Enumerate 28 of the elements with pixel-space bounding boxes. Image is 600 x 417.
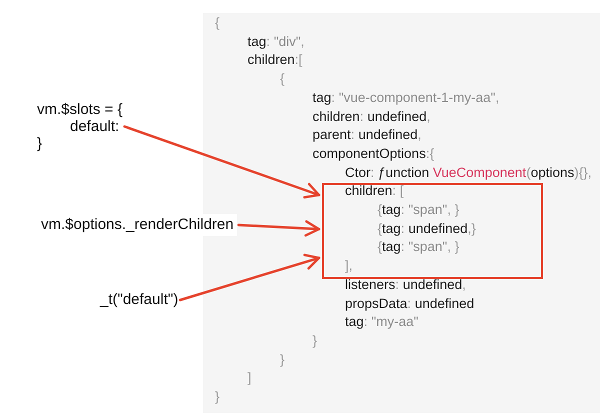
code-label: vm.$options._renderChildren xyxy=(38,214,237,236)
code-label: vm.$slots = { default: } xyxy=(37,101,122,152)
arrow xyxy=(178,254,320,302)
code-line: Ctor: ƒunction VueComponent(options){}, xyxy=(345,164,592,182)
code-line: listeners: undefined, xyxy=(345,276,466,294)
code-line: {tag: undefined,} xyxy=(378,220,476,238)
code-line: tag: "div", xyxy=(248,32,304,51)
code-line: } xyxy=(215,388,220,406)
arrow xyxy=(123,125,320,198)
code-line: propsData: undefined xyxy=(345,294,474,312)
arrow xyxy=(237,220,320,237)
code-line: {tag: "span", } xyxy=(378,201,460,219)
code-line: {tag: "span", } xyxy=(378,238,460,256)
code-line: ] xyxy=(248,369,252,388)
highlight-box xyxy=(322,183,543,279)
code-line: componentOptions:{ xyxy=(312,144,434,163)
code-line: tag: "vue-component-1-my-aa", xyxy=(312,88,500,107)
code-label: _t("default") xyxy=(100,291,178,309)
code-line: ], xyxy=(345,257,353,276)
code-line: } xyxy=(280,350,285,369)
code-line: children: [ xyxy=(345,182,404,200)
code-line: parent: undefined, xyxy=(312,126,422,144)
code-line: children:[ xyxy=(248,51,302,70)
code-line: { xyxy=(280,70,285,88)
code-line: } xyxy=(312,332,318,350)
code-line: children: undefined, xyxy=(312,108,430,126)
code-line: tag: "my-aa" xyxy=(345,313,418,332)
code-line: { xyxy=(215,14,220,32)
